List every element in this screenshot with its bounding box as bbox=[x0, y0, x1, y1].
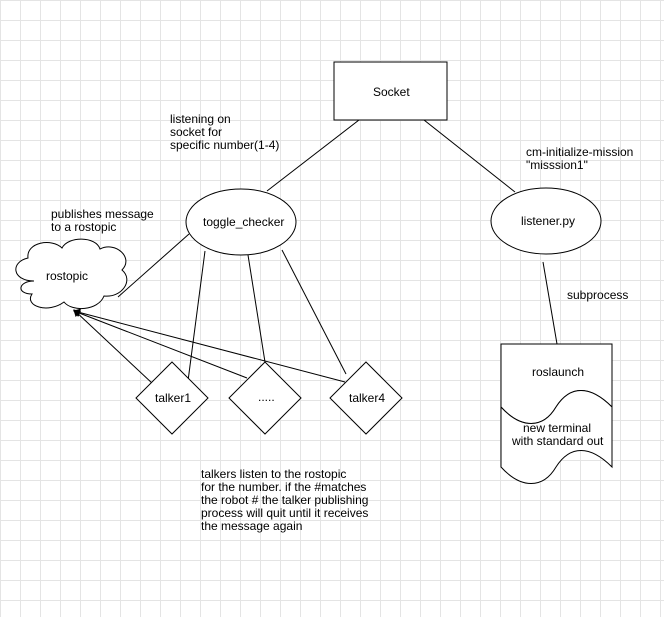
publishes-note-line: to a rostopic bbox=[51, 220, 117, 234]
cm-initialize-note: cm-initialize-mission "misssion1" bbox=[526, 146, 633, 172]
edge-listener-roslaunch bbox=[542, 261, 558, 345]
listening-note: listening on socket for specific number(… bbox=[170, 113, 279, 152]
subprocess-note: subprocess bbox=[567, 288, 629, 302]
socket-box[interactable] bbox=[333, 61, 448, 121]
publishes-note: publishes message to a rostopic bbox=[51, 208, 154, 234]
edge-toggle-rostopic bbox=[117, 233, 190, 298]
arrow-dots-rostopic bbox=[73, 309, 248, 379]
rostopic-label: rostopic bbox=[46, 269, 89, 283]
listening-note-line: specific number(1-4) bbox=[170, 138, 280, 152]
edge-socket-toggle bbox=[266, 119, 360, 192]
talkers-note-line: for the number. if the #matches bbox=[201, 480, 367, 494]
talker1-diamond[interactable] bbox=[135, 361, 209, 435]
talker4-label: talker4 bbox=[349, 391, 386, 405]
talkers-note-line: talkers listen to the rostopic bbox=[201, 467, 347, 481]
talker-dots-label: ..... bbox=[258, 390, 275, 404]
arrow-talker1-rostopic bbox=[73, 309, 154, 385]
edge-toggle-talker4 bbox=[281, 249, 347, 375]
listener-ellipse[interactable] bbox=[490, 187, 602, 255]
arrow-talker4-rostopic bbox=[73, 308, 346, 383]
cm-initialize-note-line: "misssion1" bbox=[526, 158, 588, 172]
talkers-note-line: process will quit until it receives bbox=[201, 506, 369, 520]
listening-note-line: listening on bbox=[170, 112, 231, 126]
talkers-note: talkers listen to the rostopic for the n… bbox=[201, 468, 368, 533]
rostopic-cloud[interactable] bbox=[15, 238, 128, 309]
edge-toggle-dots bbox=[247, 254, 266, 363]
talker1-label: talker1 bbox=[155, 391, 192, 405]
publishes-note-line: publishes message bbox=[51, 207, 154, 221]
talkers-note-line: the message again bbox=[201, 519, 303, 533]
listening-note-line: socket for bbox=[170, 125, 223, 139]
terminal-label: new terminal with standard out bbox=[512, 421, 604, 448]
terminal-label-line: with standard out bbox=[512, 434, 604, 448]
talkers-note-line: the robot # the talker publishing bbox=[201, 493, 369, 507]
toggle-checker-ellipse[interactable] bbox=[185, 188, 297, 256]
socket-label: Socket bbox=[373, 85, 410, 99]
terminal-document[interactable] bbox=[500, 390, 613, 484]
toggle-checker-label: toggle_checker bbox=[203, 215, 285, 229]
edge-socket-listener bbox=[423, 119, 516, 193]
listener-label: listener.py bbox=[521, 214, 576, 228]
edge-toggle-talker1 bbox=[187, 250, 206, 382]
talker4-diamond[interactable] bbox=[329, 361, 403, 435]
cm-initialize-note-line: cm-initialize-mission bbox=[526, 145, 634, 159]
terminal-label-line: new terminal bbox=[522, 421, 592, 435]
talker-dots-diamond[interactable] bbox=[228, 361, 302, 435]
roslaunch-label: roslaunch bbox=[532, 365, 585, 379]
